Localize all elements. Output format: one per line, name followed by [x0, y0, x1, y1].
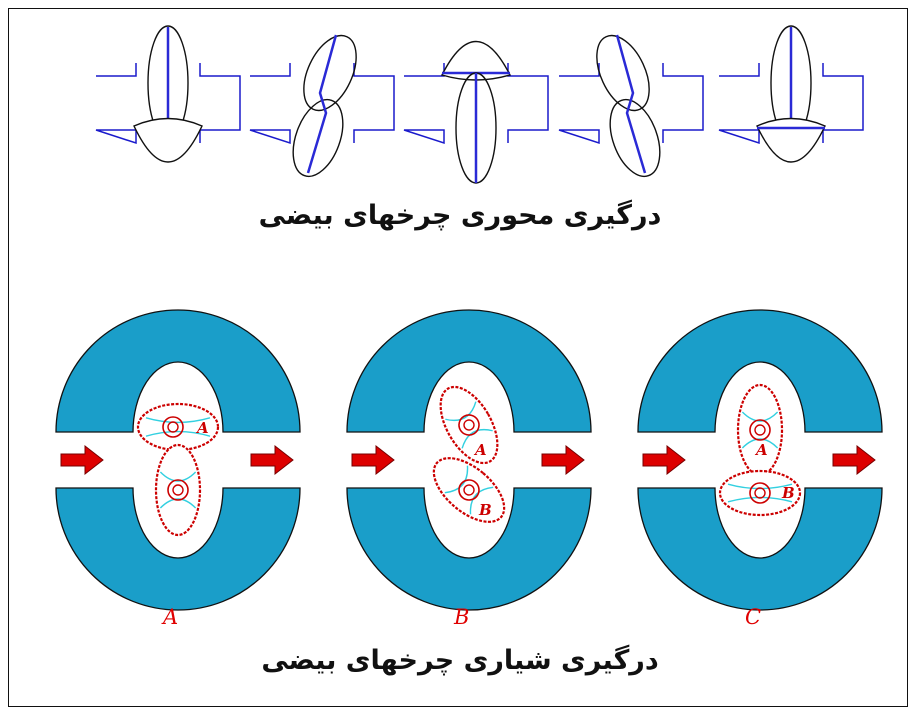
gear-outline [133, 117, 203, 163]
casing-upper [55, 309, 301, 433]
gear-outline [596, 34, 650, 112]
gear-hatch [159, 471, 197, 509]
gear-hub-outer [749, 482, 771, 504]
inlet-arrow [642, 444, 686, 476]
gear-hub-inner [463, 419, 475, 431]
axial-housing-4 [558, 34, 704, 178]
casing-upper [346, 309, 592, 433]
casing-lower [55, 487, 301, 611]
housing-outline [558, 63, 704, 145]
gear-hub-inner [463, 484, 475, 496]
radial-stage-b: AB [346, 309, 592, 611]
axial-housing-3 [403, 40, 549, 184]
gear-hatch [145, 417, 211, 437]
outlet-arrow [832, 444, 876, 476]
gear-outline [303, 34, 357, 112]
gear-label-a: A [195, 419, 209, 437]
outlet-arrow [541, 444, 585, 476]
outlet-arrow [250, 444, 294, 476]
gear-label-b: B [478, 501, 492, 519]
gear-hub-inner [167, 421, 179, 433]
axial-housing-2 [249, 34, 395, 178]
elliptical-gear-lower [609, 98, 661, 178]
gear-outline [432, 457, 506, 523]
gear-outline [718, 469, 802, 517]
elliptical-gear-upper [303, 34, 357, 112]
gear-hub-outer [458, 479, 480, 501]
casing-lower [346, 487, 592, 611]
gear-outline [292, 98, 344, 178]
gear-label-a: A [473, 441, 487, 459]
axial-housing-5 [718, 25, 864, 163]
stage-caption-a: A [163, 605, 179, 629]
elliptical-gear-lower [455, 72, 497, 184]
housing-outline [718, 63, 864, 145]
gear-hub-outer [749, 419, 771, 441]
gear-shaft [615, 34, 647, 174]
casing-upper [637, 309, 883, 433]
elliptical-gear-lower [133, 117, 203, 163]
axial-housing-1 [95, 25, 241, 163]
gear-shaft [306, 34, 338, 174]
radial-stage-a: A [55, 309, 301, 611]
gear-hub-outer [162, 416, 184, 438]
inlet-arrow [351, 444, 395, 476]
stage-caption-c: C [745, 605, 762, 629]
radial-engagement-title: درگیری شیاری چرخهای بیضی [261, 645, 659, 676]
housing-outline [95, 63, 241, 145]
gear-b [432, 457, 506, 523]
gear-label-a: A [754, 441, 768, 459]
gear-hub-outer [458, 414, 480, 436]
gear-hub-outer [167, 479, 189, 501]
gear-outline [609, 98, 661, 178]
gear-a [439, 385, 499, 465]
gear-b [154, 443, 202, 537]
gear-hub-inner [172, 484, 184, 496]
elliptical-gear-upper [596, 34, 650, 112]
axial-engagement-title: درگیری محوری چرخهای بیضی [258, 200, 662, 231]
gear-hub-inner [754, 487, 766, 499]
gear-outline [154, 443, 202, 537]
elliptical-gear-lower [756, 117, 826, 163]
gear-b [718, 469, 802, 517]
gear-outline [736, 383, 784, 477]
gear-hatch [741, 411, 779, 449]
gear-outline [756, 117, 826, 163]
gear-a [736, 383, 784, 477]
gear-outline [439, 385, 499, 465]
gear-hatch [444, 465, 494, 515]
inlet-arrow [60, 444, 104, 476]
radial-stage-c: AB [637, 309, 883, 611]
gear-label-b: B [781, 484, 795, 502]
gear-hub-inner [754, 424, 766, 436]
gear-hatch [445, 401, 493, 449]
stage-caption-b: B [454, 605, 470, 629]
casing-lower [637, 487, 883, 611]
elliptical-gear-lower [292, 98, 344, 178]
